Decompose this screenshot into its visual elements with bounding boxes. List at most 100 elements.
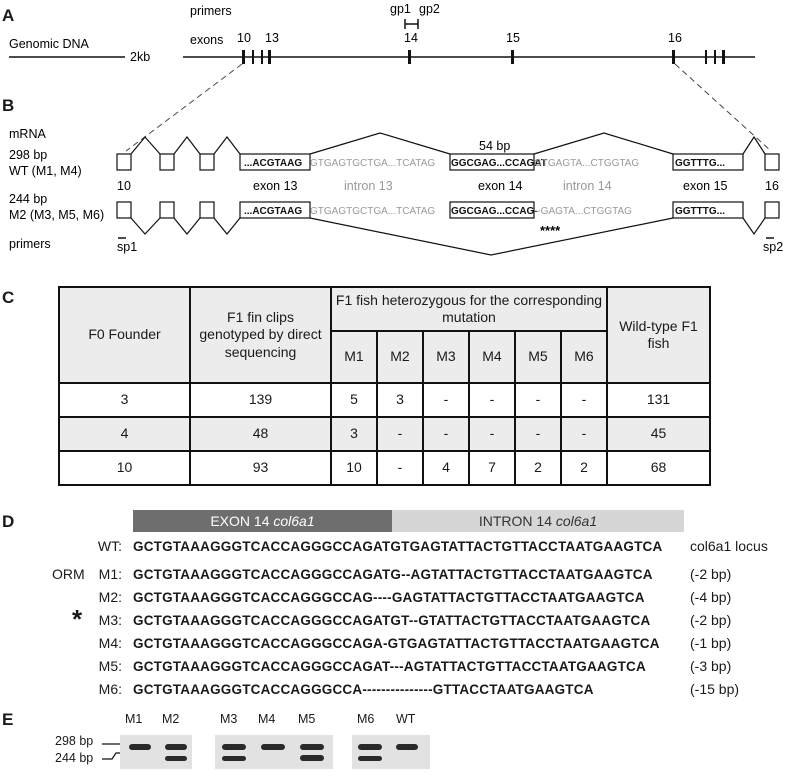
gp-primer-marker (404, 19, 419, 29)
cell-clips: 93 (189, 450, 332, 486)
row-note: (-3 bp) (690, 658, 732, 674)
cell-founder: 10 (58, 450, 191, 486)
m2-splice-lines (130, 217, 766, 256)
gel-band (358, 756, 382, 761)
lane-label: M6 (357, 712, 375, 726)
panel-letter-e: E (2, 710, 14, 729)
cell-m1: 3 (330, 416, 378, 452)
exon14-bar: EXON 14 col6a1 (133, 510, 392, 532)
exon16-label: 16 (765, 179, 779, 193)
gel-band (300, 744, 324, 750)
gel-band (358, 744, 382, 750)
cell-m3: 4 (422, 450, 470, 486)
gel-band (222, 756, 246, 761)
gel-band (300, 755, 324, 761)
cell-m1: 10 (330, 450, 378, 486)
gel-band (396, 744, 418, 750)
header-m6: M6 (560, 330, 608, 384)
wt-seq-exon13: ...ACGTAAG (244, 158, 302, 169)
cell-m6: 2 (560, 450, 608, 486)
panel-letter-b: B (2, 96, 15, 115)
exons-label: exons (190, 33, 223, 47)
m2-alleles-label: M2 (M3, M5, M6) (9, 208, 104, 222)
panel-letter-d: D (2, 512, 15, 531)
m2-transcript (116, 201, 780, 219)
cell-m2: - (376, 450, 424, 486)
m2-sequence: ...ACGTAAG GTGAGTGCTGA...TCATAG GGCGAG..… (244, 206, 725, 217)
row-sequence: GCTGTAAAGGGTCACCAGGGCCAGATGTGAGTATTACTGT… (133, 539, 663, 554)
row-label: M5: (98, 658, 122, 674)
lane-label: M5 (298, 712, 316, 726)
exon-bar-label: EXON 14 (210, 513, 270, 529)
wt-sequence: ...ACGTAAG GTGAGTGCTGA...TCATAG GGCGAG..… (244, 158, 725, 169)
cell-m2: - (376, 416, 424, 452)
wt-seq-exon14: GGCGAG...CCAGAT (451, 158, 547, 169)
table-row: 10 93 10 - 4 7 2 2 68 (58, 450, 711, 486)
exon-number-14: 14 (404, 31, 418, 45)
primers-label-a: primers (190, 4, 232, 18)
row-label: WT: (97, 538, 122, 554)
size-marker-244: 244 bp (55, 751, 94, 765)
scale-label: 2kb (130, 50, 150, 64)
gel-band (222, 744, 246, 750)
wt-transcript (116, 153, 780, 171)
genomic-exons (242, 50, 725, 64)
gp2-label: gp2 (419, 2, 440, 16)
header-wildtype: Wild-type F1 fish (606, 286, 711, 384)
header-founder: F0 Founder (58, 286, 191, 384)
cell-m2: 3 (376, 382, 424, 418)
cell-founder: 3 (58, 382, 191, 418)
lane-label: M3 (220, 712, 238, 726)
row-sequence: GCTGTAAAGGGTCACCAGGGCCAG----GAGTATTACTGT… (133, 590, 645, 605)
row-note: (-15 bp) (690, 681, 740, 697)
wt-alleles-label: WT (M1, M4) (9, 164, 82, 178)
gel-block-3 (352, 735, 430, 769)
header-fin-clips: F1 fin clips genotyped by direct sequenc… (189, 286, 332, 384)
m2-size-label: 244 bp (9, 192, 47, 206)
cell-m6: - (560, 382, 608, 418)
genotyping-table: F0 Founder F1 fin clips genotyped by dir… (58, 286, 711, 486)
cell-m5: 2 (514, 450, 562, 486)
row-label: M4: (98, 635, 122, 651)
header-m1: M1 (330, 330, 378, 384)
zoom-line-left (125, 63, 243, 152)
cell-m4: - (468, 416, 516, 452)
exon-number-13: 13 (265, 31, 279, 45)
m2-seq-exon15: GGTTTG... (675, 206, 725, 217)
gel-block-1 (120, 735, 192, 769)
zoom-line-right (674, 63, 772, 152)
size-marker-298: 298 bp (55, 734, 94, 748)
sp2-label: sp2 (763, 240, 783, 254)
cell-founder: 4 (58, 416, 191, 452)
wt-splice-lines (130, 132, 766, 155)
exon13-region-label: exon 13 (253, 179, 298, 193)
m2-seq-exon13: ...ACGTAAG (244, 206, 302, 217)
m2-seq-exon14: GGCGAG...CCAG- (451, 206, 538, 217)
m3-star: * (72, 604, 83, 634)
row-label: M2: (98, 589, 122, 605)
cell-wt: 131 (606, 382, 711, 418)
gp1-label: gp1 (390, 2, 411, 16)
intron14-region-label: intron 14 (563, 179, 612, 193)
exon-bar-gene: col6a1 (273, 513, 315, 529)
intron14-bar: INTRON 14 col6a1 (392, 510, 684, 532)
cell-wt: 45 (606, 416, 711, 452)
cell-m5: - (514, 416, 562, 452)
row-sequence: GCTGTAAAGGGTCACCAGGGCCAGATG--AGTATTACTGT… (133, 567, 653, 582)
exon14-region-label: exon 14 (478, 179, 523, 193)
mrna-label: mRNA (9, 127, 46, 141)
gel-band (165, 756, 187, 761)
row-label: M3: (98, 612, 122, 628)
row-note: col6a1 locus (690, 538, 768, 554)
cell-clips: 139 (189, 382, 332, 418)
gene-structure-diagram: primers gp1 gp2 Genomic DNA exons 10 13 … (9, 2, 783, 256)
cell-m1: 5 (330, 382, 378, 418)
lane-label: M2 (162, 712, 180, 726)
intron-bar-gene: col6a1 (555, 513, 598, 529)
cell-m6: - (560, 416, 608, 452)
row-label: M1: (98, 566, 122, 582)
header-m5: M5 (514, 330, 562, 384)
header-m3: M3 (422, 330, 470, 384)
intron13-region-label: intron 13 (344, 179, 393, 193)
cell-m5: - (514, 382, 562, 418)
